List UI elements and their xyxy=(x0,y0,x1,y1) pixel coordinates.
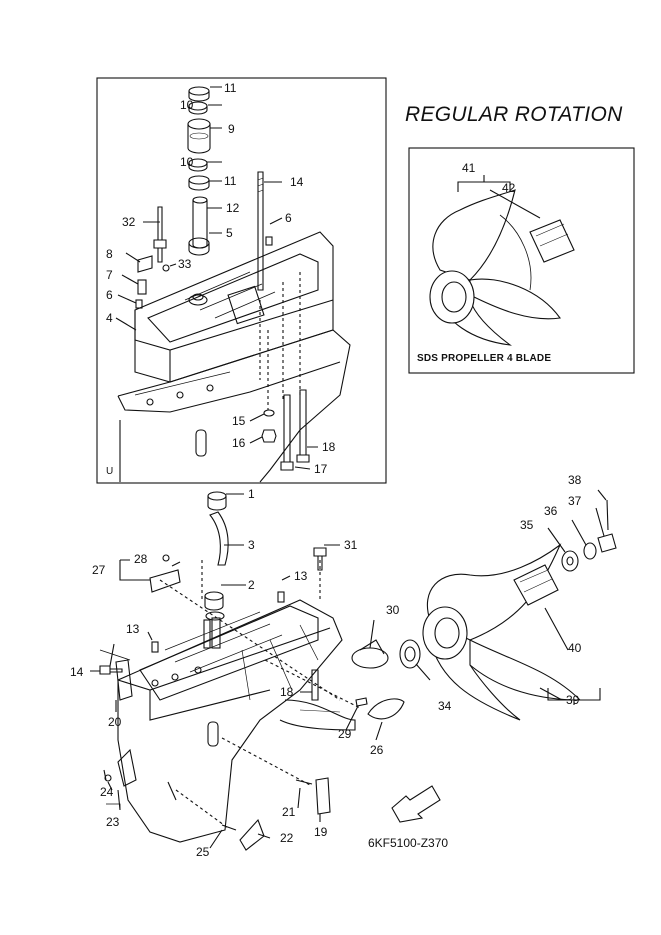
callout-13: 13 xyxy=(294,569,308,583)
callout-18: 18 xyxy=(322,440,336,454)
callout-10: 10 xyxy=(180,98,194,112)
inset-propeller-drawing xyxy=(429,189,575,346)
part-23-anode xyxy=(117,748,137,787)
callout-11: 11 xyxy=(224,81,237,95)
callout-8: 8 xyxy=(106,247,113,261)
callout-4: 4 xyxy=(106,311,113,325)
lower-gearcase-drawing xyxy=(117,560,361,843)
callout-40: 40 xyxy=(568,641,582,655)
part-18-bolt-lower xyxy=(311,669,319,701)
part-6-dowel xyxy=(135,299,143,309)
part-26-cover xyxy=(367,698,405,720)
callout-33: 33 xyxy=(178,257,192,271)
part-15-washer xyxy=(263,409,275,417)
part-21-screw xyxy=(295,779,313,785)
callout-34: 34 xyxy=(438,699,452,713)
part-14-stud xyxy=(257,171,264,291)
inset-label: SDS PROPELLER 4 BLADE xyxy=(417,353,552,364)
callout-24: 24 xyxy=(100,785,114,799)
callout-10-b: 10 xyxy=(180,155,194,169)
fwd-arrow xyxy=(391,785,441,823)
callout-6: 6 xyxy=(106,288,113,302)
callout-38: 38 xyxy=(568,473,582,487)
part-14-bolt xyxy=(99,665,123,675)
callout-11-b: 11 xyxy=(224,174,237,188)
propeller-drawing xyxy=(422,543,582,721)
upper-assembly-frame xyxy=(96,77,387,484)
part-32-rod xyxy=(157,206,163,241)
callout-22: 22 xyxy=(280,831,294,845)
callout-18-b: 18 xyxy=(280,685,294,699)
part-1-seal xyxy=(207,491,227,501)
part-24-bolt xyxy=(104,774,112,782)
callout-37: 37 xyxy=(568,494,582,508)
callout-15: 15 xyxy=(232,414,246,428)
callout-32: 32 xyxy=(122,215,136,229)
part-19-anode xyxy=(315,777,331,815)
part-2-grommet xyxy=(204,591,224,601)
callout-25: 25 xyxy=(196,845,210,859)
callout-3: 3 xyxy=(248,538,255,552)
part-29-screw xyxy=(355,697,368,707)
part-20-anode xyxy=(115,659,133,701)
callout-5: 5 xyxy=(226,226,233,240)
part-28-bolt xyxy=(162,554,170,562)
callout-7: 7 xyxy=(106,268,113,282)
inset-frame xyxy=(408,147,635,374)
callout-42: 42 xyxy=(502,181,516,195)
callout-16: 16 xyxy=(232,436,246,450)
part-35-washer xyxy=(561,550,579,572)
part-38-cotter xyxy=(606,499,609,531)
part-34-washer xyxy=(399,639,421,669)
part-31-bolt xyxy=(313,547,327,571)
part-13-dowel-b xyxy=(151,641,159,653)
callout-31: 31 xyxy=(344,538,358,552)
callout-20: 20 xyxy=(108,715,122,729)
callout-17: 17 xyxy=(314,462,328,476)
callout-30: 30 xyxy=(386,603,400,617)
callout-29: 29 xyxy=(338,727,352,741)
callout-numbers: 11 10 9 10 11 14 12 6 32 5 8 33 7 6 4 15… xyxy=(70,81,582,859)
callout-28: 28 xyxy=(134,552,148,566)
callout-35: 35 xyxy=(520,518,534,532)
callout-41: 41 xyxy=(462,161,476,175)
diagram-code: 6KF5100-Z370 xyxy=(368,836,449,850)
part-37-nut xyxy=(597,533,617,553)
part-33-ball xyxy=(162,264,170,272)
part-8-bracket xyxy=(137,255,153,273)
callout-36: 36 xyxy=(544,504,558,518)
part-16-nut xyxy=(261,429,277,443)
callout-6-b: 6 xyxy=(285,211,292,225)
callout-21: 21 xyxy=(282,805,296,819)
part-13-dowel xyxy=(277,591,285,603)
callout-26: 26 xyxy=(370,743,384,757)
callout-39: 39 xyxy=(566,693,580,707)
callout-1: 1 xyxy=(248,487,255,501)
diagram-title: REGULAR ROTATION xyxy=(405,103,623,126)
part-36-washer xyxy=(583,542,597,560)
callout-19: 19 xyxy=(314,825,328,839)
part-25-screw xyxy=(221,824,237,831)
box-letter: U xyxy=(106,466,114,477)
callout-27: 27 xyxy=(92,563,106,577)
part-17-bolt xyxy=(280,394,294,471)
callout-14: 14 xyxy=(290,175,304,189)
part-18-bolt xyxy=(296,389,310,463)
part-40-hub xyxy=(513,564,559,606)
part-6-dowel-b xyxy=(265,236,273,246)
driveshaft-bearing-stack xyxy=(187,86,211,256)
callout-12: 12 xyxy=(226,201,240,215)
upper-gearcase-drawing xyxy=(117,231,351,483)
part-27-plate xyxy=(149,569,181,593)
callout-9: 9 xyxy=(228,122,235,136)
callout-2: 2 xyxy=(248,578,255,592)
callout-23: 23 xyxy=(106,815,120,829)
part-7-pin xyxy=(137,279,147,295)
callout-13-b: 13 xyxy=(126,622,140,636)
callout-14-b: 14 xyxy=(70,665,84,679)
part-3-tube xyxy=(209,511,229,566)
